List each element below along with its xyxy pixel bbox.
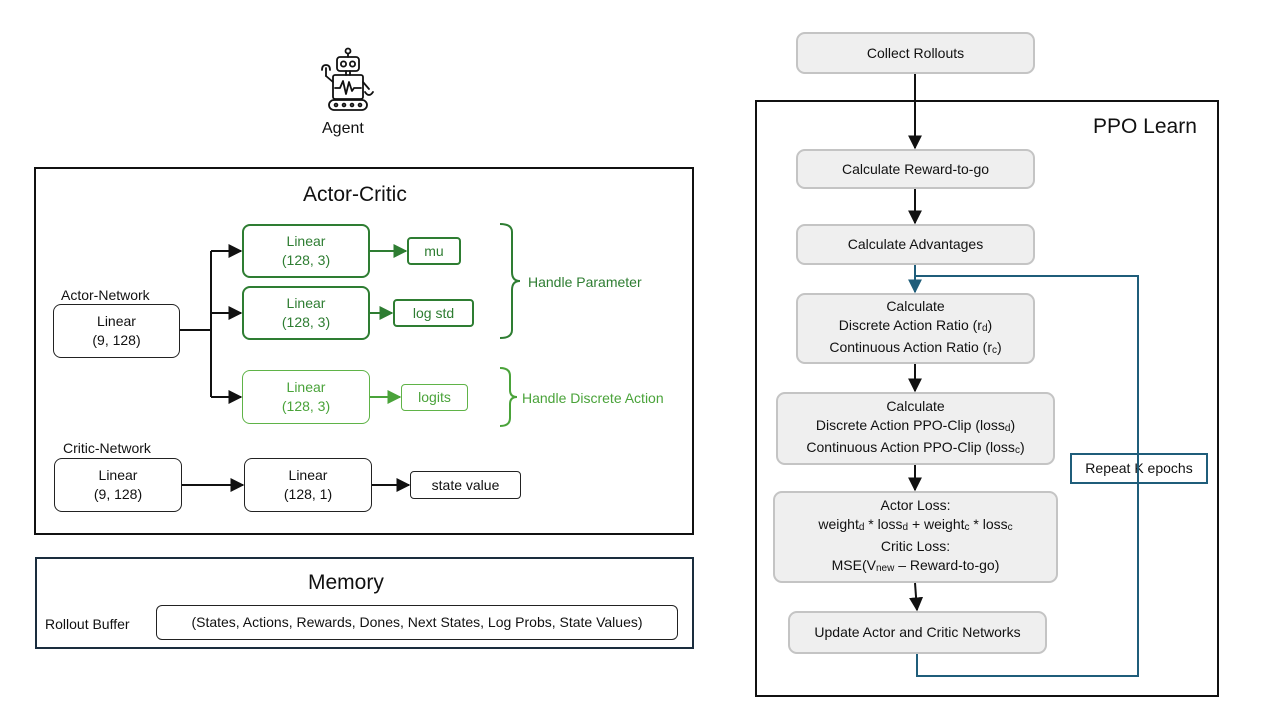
ppo-learn-title: PPO Learn bbox=[1093, 115, 1197, 138]
repeat-loop-edge bbox=[915, 275, 1139, 677]
node-dims: (9, 128) bbox=[93, 486, 143, 502]
node-name: Linear bbox=[286, 233, 326, 249]
loss-line-2: weightd * lossd + weightc * lossc bbox=[818, 516, 1013, 533]
ratio-line-3: Continuous Action Ratio (rc) bbox=[829, 339, 1002, 356]
handle-discrete-label: Handle Discrete Action bbox=[522, 390, 664, 406]
node-dims: (128, 3) bbox=[281, 398, 331, 414]
agent-icon bbox=[318, 46, 378, 116]
clip-line-1: Calculate bbox=[886, 398, 945, 414]
node-name: Linear bbox=[286, 295, 326, 311]
node-dims: (128, 3) bbox=[281, 314, 331, 330]
edge-loss-to-update bbox=[909, 582, 924, 612]
agent-label: Agent bbox=[322, 120, 364, 137]
collect-rollouts-node: Collect Rollouts bbox=[796, 32, 1035, 74]
actor-input-linear: Linear (9, 128) bbox=[53, 304, 180, 358]
ratio-line-1: Calculate bbox=[886, 298, 945, 314]
loss-line-4: MSE(Vnew – Reward-to-go) bbox=[831, 557, 1000, 574]
critic-network-label: Critic-Network bbox=[63, 440, 151, 456]
node-dims: (9, 128) bbox=[92, 332, 141, 348]
clip-line-3: Continuous Action PPO-Clip (lossc) bbox=[806, 439, 1025, 456]
ppo-learn-frame bbox=[755, 100, 1219, 697]
logstd-head-linear: Linear (128, 3) bbox=[242, 286, 370, 340]
rollout-buffer-label: Rollout Buffer bbox=[45, 616, 130, 632]
memory-frame bbox=[35, 557, 694, 649]
memory-title: Memory bbox=[308, 571, 384, 594]
ppo-clip-node: Calculate Discrete Action PPO-Clip (loss… bbox=[776, 392, 1055, 465]
loss-line-1: Actor Loss: bbox=[880, 497, 951, 513]
handle-parameter-label: Handle Parameter bbox=[528, 274, 642, 290]
handle-parameter-brace bbox=[499, 223, 521, 339]
node-dims: (128, 1) bbox=[283, 486, 333, 502]
node-name: Linear bbox=[286, 379, 326, 395]
node-dims: (128, 3) bbox=[281, 252, 331, 268]
state-value-output: state value bbox=[410, 471, 521, 499]
loss-node: Actor Loss: weightd * lossd + weightc * … bbox=[773, 491, 1058, 583]
node-name: Linear bbox=[288, 467, 328, 483]
logits-head-linear: Linear (128, 3) bbox=[242, 370, 370, 424]
handle-discrete-brace bbox=[499, 367, 518, 427]
rollout-buffer-contents: (States, Actions, Rewards, Dones, Next S… bbox=[156, 605, 678, 640]
update-networks-node: Update Actor and Critic Networks bbox=[788, 611, 1047, 654]
node-name: Linear bbox=[97, 313, 136, 329]
logstd-output: log std bbox=[393, 299, 474, 327]
actor-critic-title: Actor-Critic bbox=[303, 183, 407, 206]
reward-to-go-node: Calculate Reward-to-go bbox=[796, 149, 1035, 189]
clip-line-2: Discrete Action PPO-Clip (lossd) bbox=[815, 417, 1016, 434]
actor-critic-frame bbox=[34, 167, 694, 535]
ratio-line-2: Discrete Action Ratio (rd) bbox=[838, 317, 993, 334]
actor-network-label: Actor-Network bbox=[61, 287, 150, 303]
critic-linear-1: Linear (9, 128) bbox=[54, 458, 182, 512]
logits-output: logits bbox=[401, 384, 468, 411]
advantages-node: Calculate Advantages bbox=[796, 224, 1035, 265]
loss-line-3: Critic Loss: bbox=[880, 538, 951, 554]
node-name: Linear bbox=[98, 467, 138, 483]
critic-linear-2: Linear (128, 1) bbox=[244, 458, 372, 512]
mu-head-linear: Linear (128, 3) bbox=[242, 224, 370, 278]
mu-output: mu bbox=[407, 237, 461, 265]
ratio-node: Calculate Discrete Action Ratio (rd) Con… bbox=[796, 293, 1035, 364]
